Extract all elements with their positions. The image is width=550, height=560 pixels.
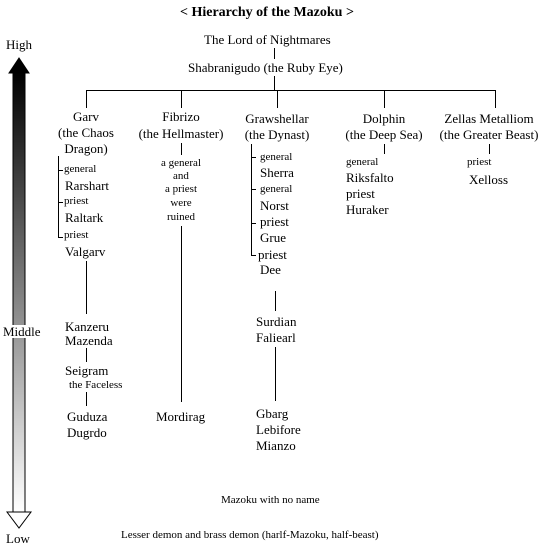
garv-connector xyxy=(86,261,87,314)
dolphin-name: Dolphin xyxy=(362,111,406,126)
grawshellar-lower: Lebifore xyxy=(256,422,301,437)
grawshellar-member: Sherra xyxy=(260,165,294,180)
scale-low: Low xyxy=(6,531,30,546)
garv-role: general xyxy=(64,163,97,175)
garv-tick xyxy=(58,237,63,238)
grawshellar-middle: Surdian xyxy=(256,314,297,329)
diagram-title: < Hierarchy of the Mazoku > xyxy=(180,5,354,20)
garv-lower: Guduza xyxy=(67,409,108,424)
branch-fibrizo xyxy=(181,90,182,108)
zellas-member: Xelloss xyxy=(469,172,508,187)
grawshellar-member: Grue xyxy=(260,230,286,245)
dolphin-member: Huraker xyxy=(346,202,389,217)
grawshellar-connector xyxy=(275,291,276,311)
fibrizo-epithet: (the Hellmaster) xyxy=(138,126,224,141)
garv-bracket xyxy=(58,156,59,238)
fibrizo-note: a priest xyxy=(164,183,198,195)
dolphin-role: general xyxy=(346,156,379,168)
grawshellar-role: priest xyxy=(258,247,287,262)
dolphin-member: Riksfalto xyxy=(346,170,394,185)
grawshellar-middle: Faliearl xyxy=(256,330,296,345)
garv-name: Garv xyxy=(73,109,99,124)
grawshellar-role: general xyxy=(260,183,293,195)
connector-shabranigudo xyxy=(274,76,275,90)
garv-role: priest xyxy=(64,229,89,241)
fibrizo-name: Fibrizo xyxy=(162,109,200,124)
garv-tick xyxy=(58,202,63,203)
garv-member: Raltark xyxy=(65,210,104,225)
zellas-epithet: (the Greater Beast) xyxy=(439,127,539,142)
grawshellar-tick xyxy=(251,189,256,190)
zellas-connector xyxy=(489,144,490,154)
nameless-mazoku: Mazoku with no name xyxy=(221,494,320,506)
grawshellar-role: priest xyxy=(260,214,289,229)
garv-middle: Seigram xyxy=(65,363,109,378)
connector-lord xyxy=(274,48,275,59)
grawshellar-member: Dee xyxy=(260,262,281,277)
fibrizo-connector xyxy=(181,143,182,155)
garv-middle: Kanzeru xyxy=(65,319,110,334)
grawshellar-connector xyxy=(275,347,276,401)
fibrizo-note: ruined xyxy=(166,211,196,223)
grawshellar-tick xyxy=(251,223,256,224)
garv-connector xyxy=(86,348,87,362)
garv-member: Rarshart xyxy=(65,178,110,193)
dolphin-connector xyxy=(384,144,385,154)
fibrizo-note: and xyxy=(173,170,189,182)
zellas-name: Zellas Metalliom xyxy=(444,111,534,126)
scale-middle: Middle xyxy=(3,324,41,339)
branch-line xyxy=(86,90,496,91)
garv-middle: the Faceless xyxy=(69,379,123,391)
garv-lower: Dugrdo xyxy=(67,425,107,440)
grawshellar-lower: Gbarg xyxy=(256,406,289,421)
dolphin-role: priest xyxy=(346,186,375,201)
garv-connector xyxy=(86,392,87,406)
zellas-role: priest xyxy=(467,156,492,168)
fibrizo-note: a general xyxy=(161,157,201,169)
garv-tick xyxy=(58,170,63,171)
grawshellar-bracket xyxy=(251,144,252,256)
garv-middle: Mazenda xyxy=(65,333,113,348)
scale-high: High xyxy=(6,37,32,52)
lesser-demons: Lesser demon and brass demon (harlf-Mazo… xyxy=(121,529,379,541)
grawshellar-name: Grawshellar xyxy=(245,111,309,126)
branch-grawshellar xyxy=(277,90,278,108)
garv-epithet-2: Dragon) xyxy=(64,141,108,156)
branch-dolphin xyxy=(384,90,385,108)
grawshellar-member: Norst xyxy=(260,198,289,213)
garv-epithet-1: (the Chaos xyxy=(58,125,114,140)
dolphin-epithet: (the Deep Sea) xyxy=(345,127,423,142)
shabranigudo: Shabranigudo (the Ruby Eye) xyxy=(188,60,343,75)
fibrizo-connector xyxy=(181,226,182,402)
garv-member: Valgarv xyxy=(65,244,106,259)
grawshellar-tick xyxy=(251,255,256,256)
grawshellar-role: general xyxy=(260,151,293,163)
lord-of-nightmares: The Lord of Nightmares xyxy=(204,32,331,47)
fibrizo-lower: Mordirag xyxy=(156,409,206,424)
grawshellar-epithet: (the Dynast) xyxy=(244,127,310,142)
fibrizo-note: were xyxy=(170,197,192,209)
branch-garv xyxy=(86,90,87,108)
branch-zellas xyxy=(495,90,496,108)
grawshellar-lower: Mianzo xyxy=(256,438,296,453)
garv-role: priest xyxy=(64,195,89,207)
grawshellar-tick xyxy=(251,157,256,158)
